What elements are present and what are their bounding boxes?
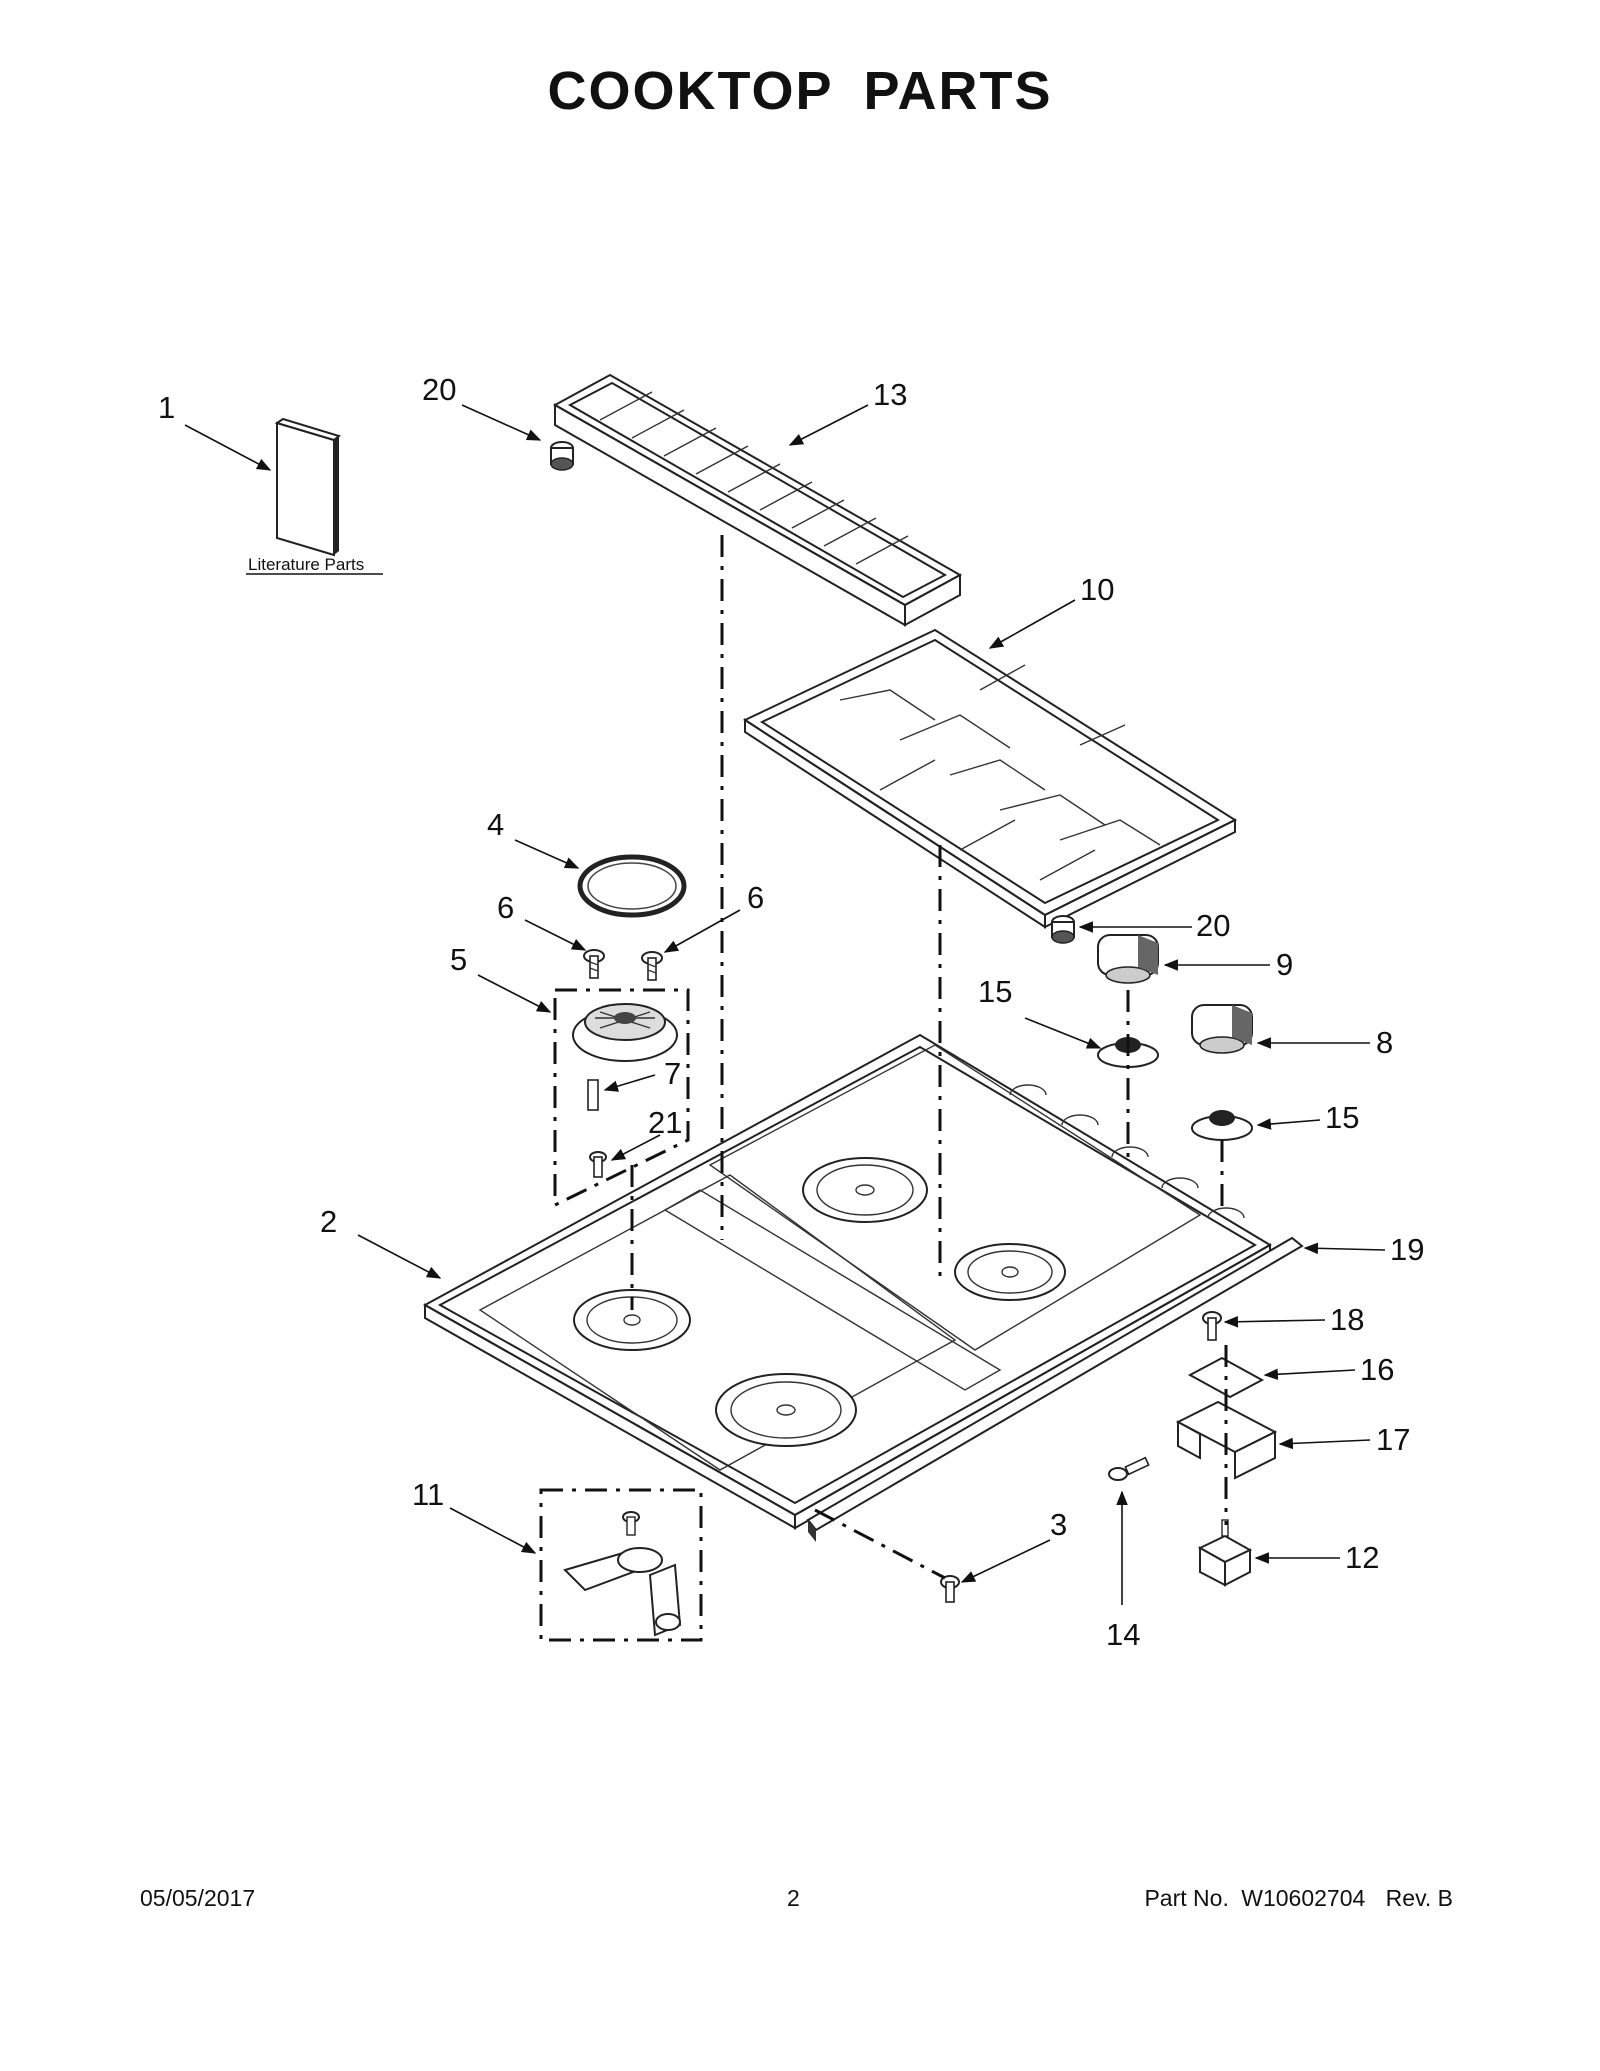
screw-right — [641, 951, 663, 981]
footer-part-number: W10602704 — [1241, 1885, 1366, 1911]
center-grate — [552, 373, 963, 627]
callout-11: 11 — [412, 1477, 444, 1512]
callout-20-top: 20 — [422, 372, 456, 407]
callout-2: 2 — [320, 1204, 337, 1239]
burner-assembly-box — [553, 988, 690, 1208]
grate-foot-top — [550, 441, 574, 471]
grate-foot-right — [1051, 915, 1075, 944]
callout-20-right: 20 — [1196, 908, 1230, 943]
callout-7: 7 — [664, 1056, 681, 1091]
literature-parts-label: Literature Parts — [248, 555, 364, 574]
callout-21: 21 — [648, 1105, 682, 1140]
side-grate — [742, 628, 1238, 929]
valve-assembly-box — [539, 1488, 703, 1642]
callout-9: 9 — [1276, 947, 1293, 982]
switch-12 — [1197, 1519, 1253, 1587]
control-knob-9 — [1097, 934, 1159, 984]
callout-14: 14 — [1106, 1617, 1140, 1652]
screw-3 — [940, 1575, 960, 1603]
callout-19: 19 — [1390, 1232, 1424, 1267]
callout-10: 10 — [1080, 572, 1114, 607]
callout-15-b: 15 — [1325, 1100, 1359, 1135]
cooktop-main-top — [422, 1033, 1272, 1530]
callout-15-a: 15 — [978, 974, 1012, 1009]
footer-part-info: Part No. W10602704 Rev. B — [1138, 1885, 1453, 1912]
callout-17: 17 — [1376, 1422, 1410, 1457]
literature-booklet — [246, 417, 383, 575]
alignment-lines — [630, 535, 1228, 1580]
trim-strip-19 — [806, 1236, 1304, 1542]
footer-date: 05/05/2017 — [140, 1885, 256, 1911]
screw-left — [583, 949, 605, 979]
callout-16: 16 — [1360, 1352, 1394, 1387]
callout-12: 12 — [1345, 1540, 1379, 1575]
footer-revision: Rev. B — [1385, 1885, 1453, 1911]
callout-5: 5 — [450, 942, 467, 977]
callout-13: 13 — [873, 377, 907, 412]
page-title: COOKTOP PARTS — [547, 61, 1053, 121]
callout-4: 4 — [487, 807, 504, 842]
callout-6-right: 6 — [747, 880, 764, 915]
callout-8: 8 — [1376, 1025, 1393, 1060]
control-knob-8 — [1191, 1004, 1253, 1054]
bracket-17 — [1175, 1400, 1278, 1480]
leader-arrows — [184, 404, 1386, 1605]
footer-page-number: 2 — [787, 1885, 800, 1911]
burner-cap — [577, 854, 687, 918]
screw-18 — [1202, 1311, 1222, 1341]
callout-6-left: 6 — [497, 890, 514, 925]
footer-part-label: Part No. — [1144, 1885, 1229, 1911]
callout-1: 1 — [158, 390, 175, 425]
screw-14 — [1108, 1456, 1150, 1481]
callout-18: 18 — [1330, 1302, 1364, 1337]
knob-bezel-b — [1191, 1110, 1253, 1141]
callout-3: 3 — [1050, 1507, 1067, 1542]
